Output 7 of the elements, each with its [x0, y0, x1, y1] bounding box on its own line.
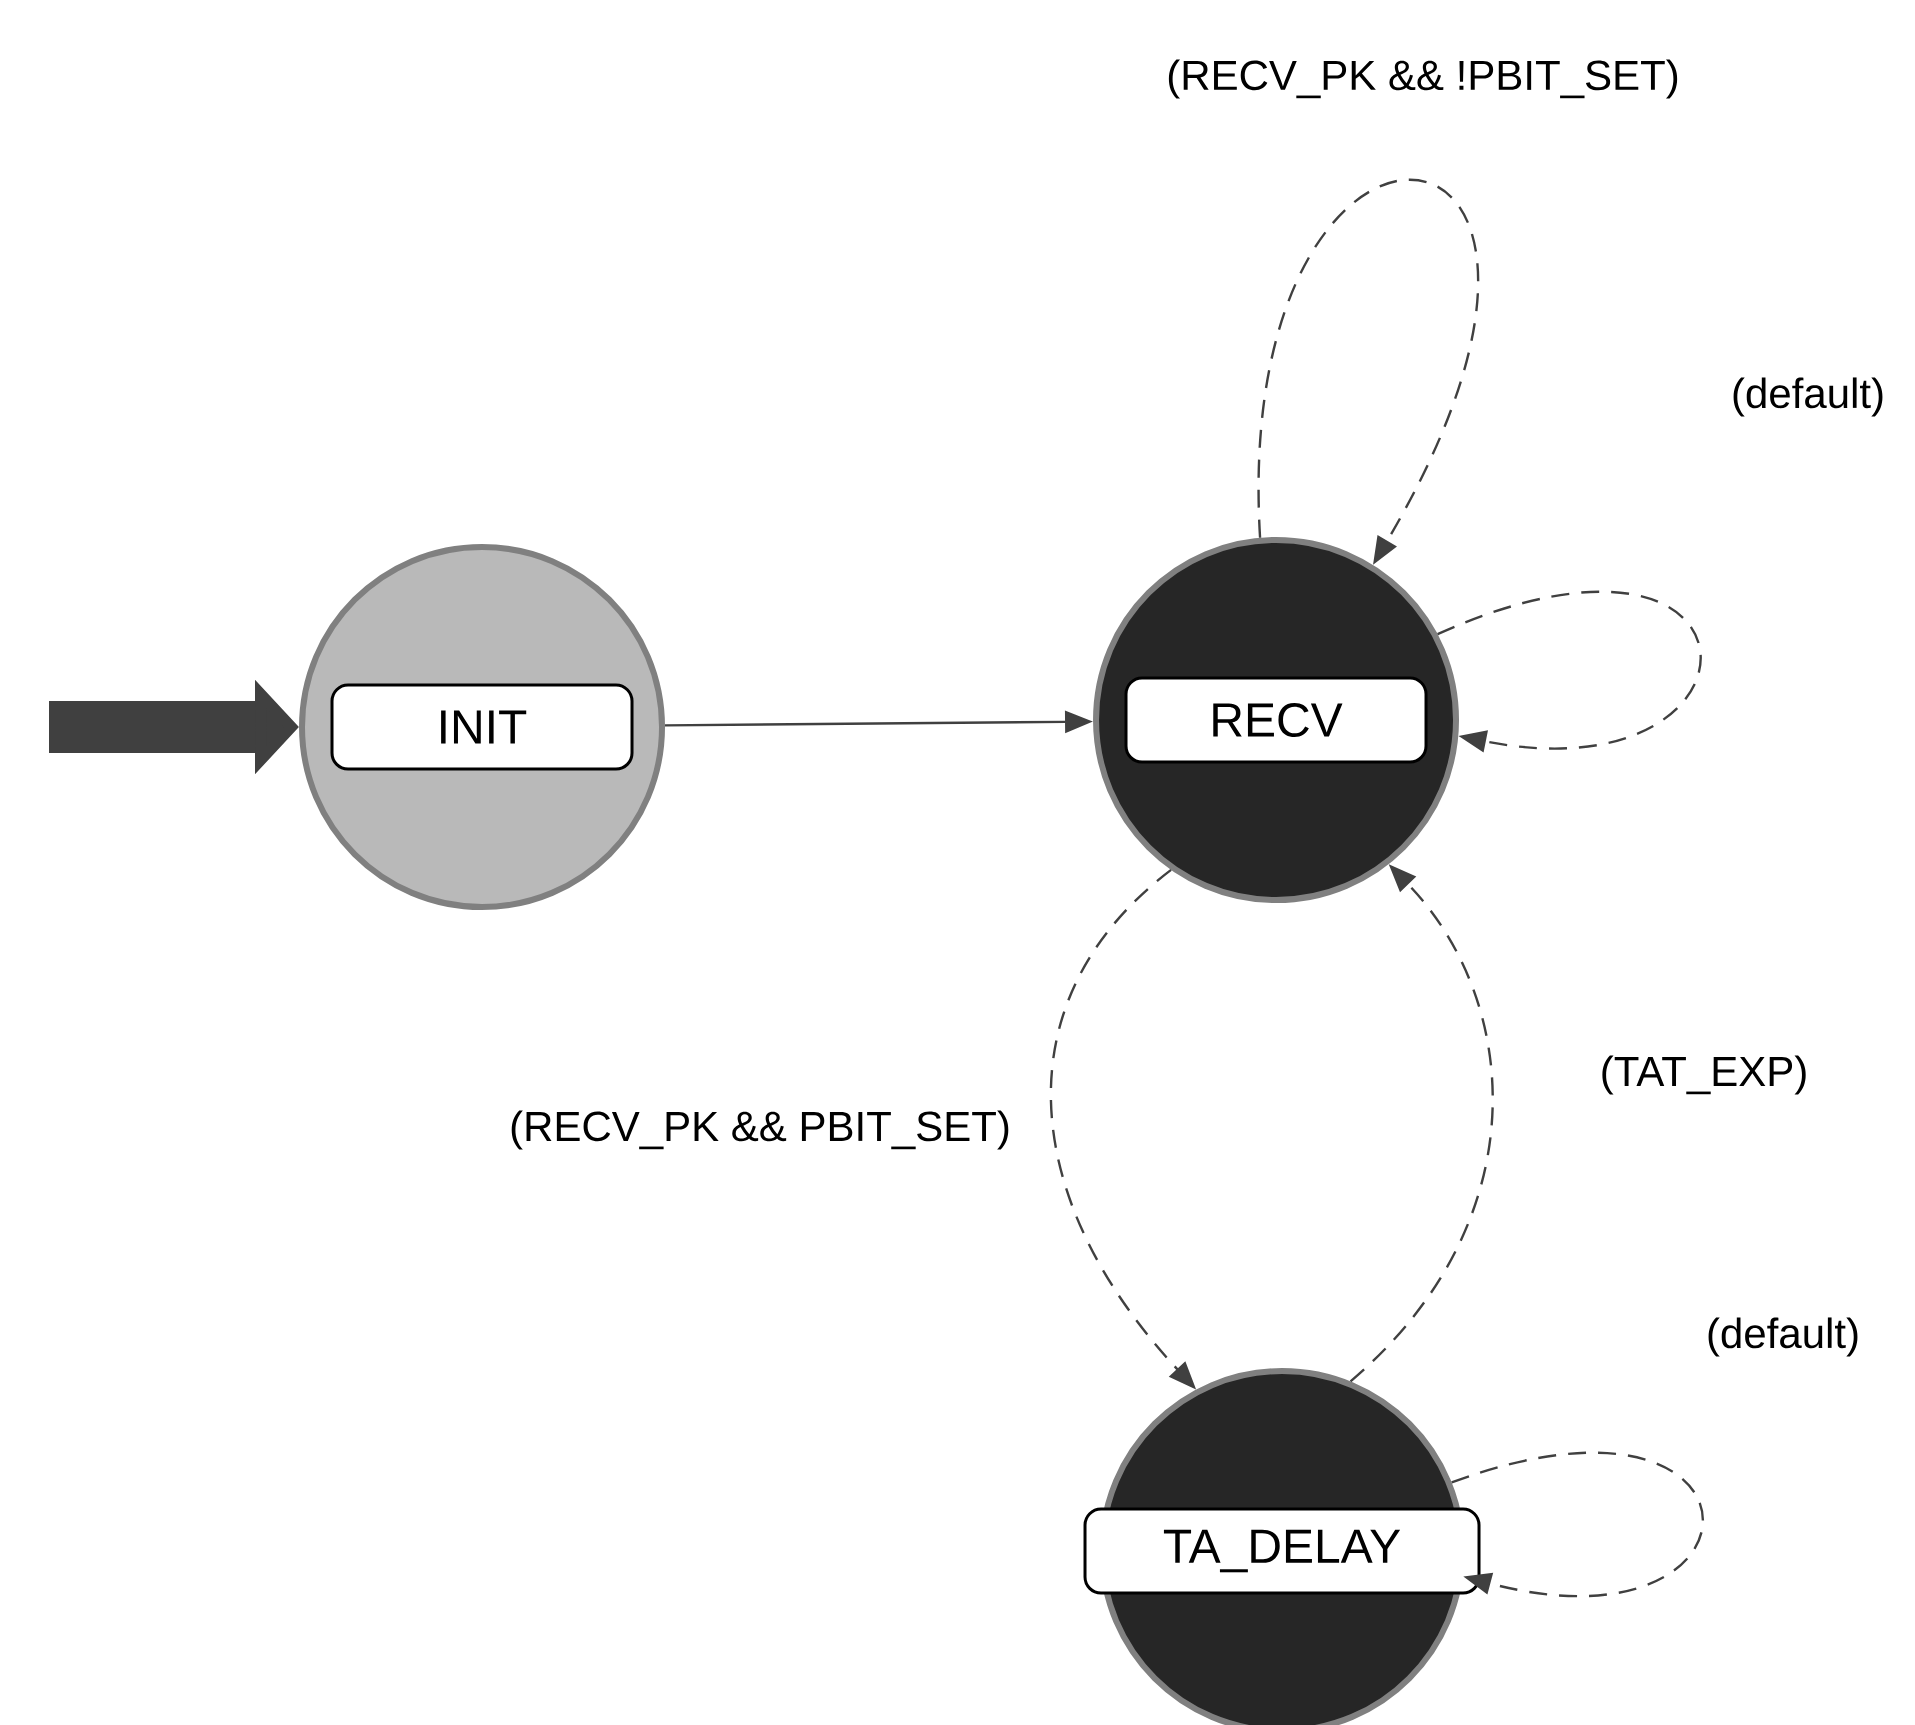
arrow [1437, 591, 1702, 753]
edge-label: (RECV_PK && PBIT_SET) [505, 1106, 1015, 1154]
edge-label: (RECV_PK && !PBIT_SET) [1162, 55, 1684, 103]
edge-label: (default) [1702, 1313, 1865, 1361]
edge-label: (default) [1727, 373, 1890, 421]
edge-label: (TAT_EXP) [1595, 1051, 1813, 1099]
arrow [1451, 1451, 1704, 1597]
